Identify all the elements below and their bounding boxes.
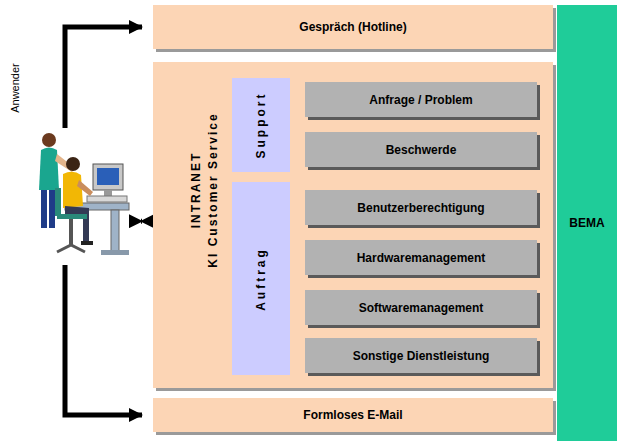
service-box: Anfrage / Problem [305, 82, 537, 117]
connector-arrow [65, 27, 142, 128]
service-box: Softwaremanagement [305, 290, 537, 325]
node-text: Beschwerde [386, 143, 457, 157]
node-text: Benutzerberechtigung [357, 201, 484, 215]
node-text: Support [254, 92, 268, 159]
email-band: Formloses E-Mail [153, 398, 553, 432]
panel-heading: INTRANETKI Customer Service [188, 112, 222, 267]
node-text: Anwender [9, 63, 21, 113]
hotline-band: Gespräch (Hotline) [153, 5, 553, 49]
node-text: Softwaremanagement [359, 301, 484, 315]
category-box: Auftrag [232, 182, 290, 375]
user-illustration [35, 128, 130, 265]
node-text: KI Customer Service [205, 112, 222, 267]
service-box: Hardwaremanagement [305, 240, 537, 275]
connector-arrow [65, 265, 142, 415]
node-text: Hardwaremanagement [357, 251, 486, 265]
node-text: BEMA [569, 216, 604, 230]
node-text: Gespräch (Hotline) [299, 20, 406, 34]
node-text: Anfrage / Problem [369, 93, 472, 107]
user-figure: Anwender [35, 128, 130, 265]
service-box: Benutzerberechtigung [305, 190, 537, 225]
connector-arrow [141, 219, 142, 224]
service-box: Sonstige Dienstleistung [305, 338, 537, 373]
node-text: Auftrag [254, 247, 268, 311]
system-bar: BEMA [557, 5, 617, 441]
service-box: Beschwerde [305, 132, 537, 167]
node-text: INTRANET [188, 112, 205, 267]
category-box: Support [232, 78, 290, 172]
node-text: Formloses E-Mail [303, 408, 402, 422]
intranet-panel: INTRANETKI Customer Service Support Anfrag… [153, 62, 553, 388]
node-text: Sonstige Dienstleistung [353, 349, 490, 363]
